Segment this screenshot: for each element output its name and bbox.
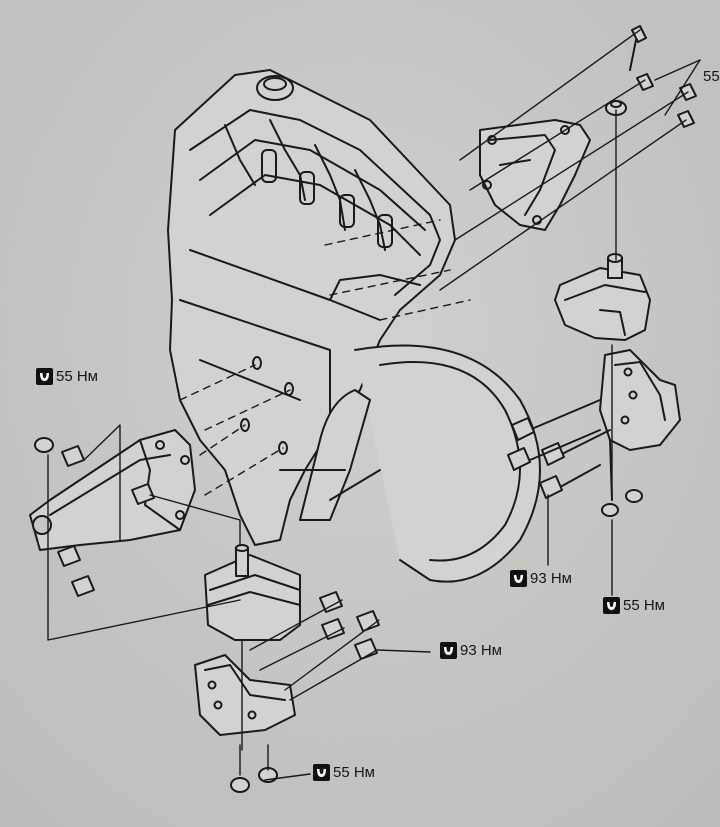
torque-wrench-icon	[440, 642, 457, 659]
torque-label-top-right-cut: 55	[703, 68, 720, 85]
bracket-bolts-top	[605, 25, 697, 128]
right-lower-bracket	[599, 349, 681, 501]
bottom-mount-bolts	[230, 591, 380, 793]
engine-block	[167, 69, 541, 583]
torque-wrench-icon	[313, 764, 330, 781]
torque-wrench-icon	[510, 570, 527, 587]
torque-value: 93 Нм	[460, 642, 502, 659]
right-engine-mount	[554, 253, 651, 341]
alignment-lines	[47, 29, 701, 781]
right-engine-bracket	[479, 119, 591, 231]
torque-wrench-icon	[36, 368, 53, 385]
left-mount-bolts	[34, 356, 294, 597]
bottom-engine-mount	[204, 544, 301, 641]
torque-value: 55 Нм	[56, 368, 98, 385]
torque-label-bottom-bolts: 93 Нм	[440, 642, 502, 659]
right-mount-bolts	[507, 399, 643, 517]
torque-value: 93 Нм	[530, 570, 572, 587]
torque-label-bottom-nut: 55 Нм	[313, 764, 375, 781]
torque-label-left-nut: 55 Нм	[36, 368, 98, 385]
torque-label-right-nut: 55 Нм	[603, 597, 665, 614]
left-engine-bracket	[29, 429, 196, 551]
torque-value: 55 Нм	[623, 597, 665, 614]
bottom-lower-bracket	[194, 654, 296, 736]
torque-label-right-bolts: 93 Нм	[510, 570, 572, 587]
torque-value: 55	[703, 68, 720, 85]
torque-wrench-icon	[603, 597, 620, 614]
torque-value: 55 Нм	[333, 764, 375, 781]
